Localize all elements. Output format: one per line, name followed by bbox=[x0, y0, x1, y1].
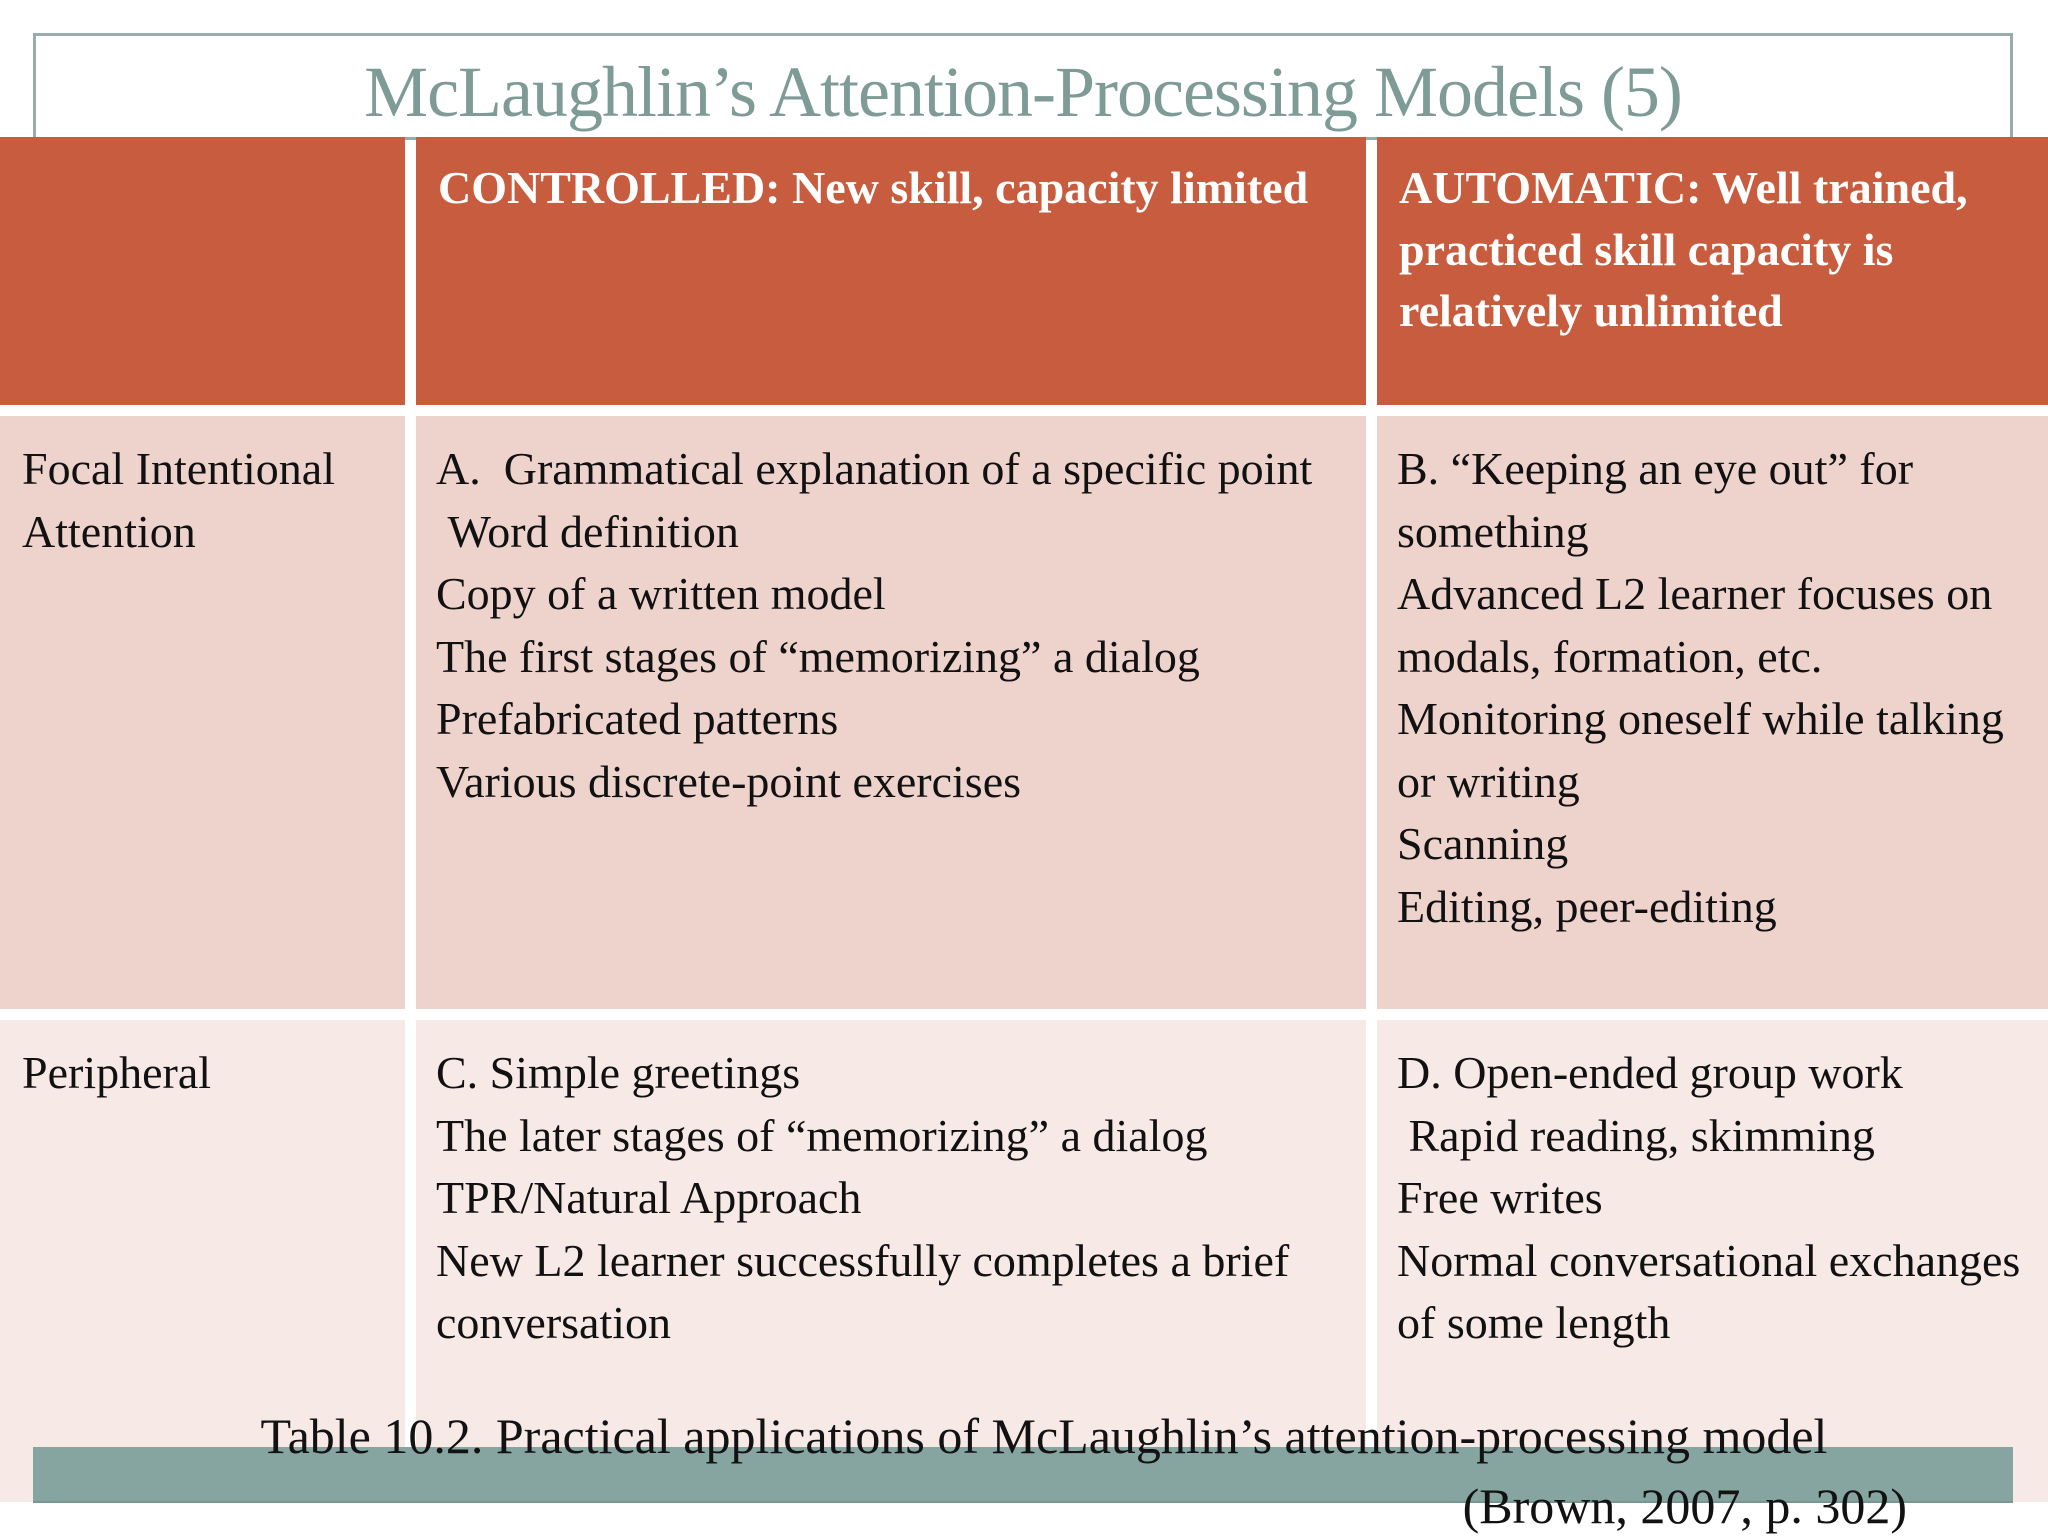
cell-line: B. “Keeping an eye out” for something bbox=[1397, 443, 1925, 557]
cell-line: TPR/Natural Approach bbox=[436, 1172, 862, 1224]
header-cell-controlled: CONTROLLED: New skill, capacity limited bbox=[416, 137, 1366, 405]
cell-focal-controlled: A. Grammatical explanation of a specific… bbox=[416, 416, 1366, 1009]
cell-line: The first stages of “memorizing” a dialo… bbox=[436, 630, 1200, 682]
cell-line: Scanning bbox=[1397, 818, 1569, 870]
cell-line: New L2 learner successfully completes a … bbox=[436, 1234, 1301, 1349]
cell-line: Prefabricated patterns bbox=[436, 693, 839, 745]
cell-peripheral-controlled: C. Simple greetings The later stages of … bbox=[416, 1020, 1366, 1502]
page-title: McLaughlin’s Attention-Processing Models… bbox=[364, 51, 1683, 132]
comparison-table: CONTROLLED: New skill, capacity limited … bbox=[0, 137, 2048, 1502]
footer-accent-band bbox=[33, 1447, 2013, 1503]
cell-line: Monitoring oneself while talking or writ… bbox=[1397, 693, 2016, 807]
cell-line: C. Simple greetings bbox=[436, 1047, 801, 1098]
cell-line: Normal conversational exchanges of some … bbox=[1397, 1234, 2032, 1349]
cell-line: D. Open-ended group work bbox=[1397, 1047, 1903, 1098]
cell-line: Rapid reading, skimming bbox=[1397, 1109, 1875, 1161]
cell-peripheral-automatic: D. Open-ended group work Rapid reading, … bbox=[1377, 1020, 2048, 1502]
cell-line: Word definition bbox=[436, 505, 739, 557]
cell-line: Editing, peer-editing bbox=[1397, 880, 1777, 932]
title-box: McLaughlin’s Attention-Processing Models… bbox=[33, 33, 2013, 140]
header-cell-automatic: AUTOMATIC: Well trained, practiced skill… bbox=[1377, 137, 2048, 405]
cell-line: Free writes bbox=[1397, 1172, 1603, 1224]
table-caption: Table 10.2. Practical applications of Mc… bbox=[260, 1408, 1828, 1464]
cell-focal-automatic: B. “Keeping an eye out” for something Ad… bbox=[1377, 416, 2048, 1009]
citation: (Brown, 2007, p. 302) bbox=[1462, 1478, 1907, 1534]
header-cell-empty bbox=[0, 137, 405, 405]
cell-line: Advanced L2 learner focuses on modals, f… bbox=[1397, 568, 2004, 682]
cell-line: Various discrete-point exercises bbox=[436, 755, 1022, 807]
row-label-focal: Focal Intentional Attention bbox=[0, 416, 405, 1009]
row-label-peripheral: Peripheral bbox=[0, 1020, 405, 1502]
cell-line: Copy of a written model bbox=[436, 568, 886, 620]
cell-line: The later stages of “memorizing” a dialo… bbox=[436, 1109, 1208, 1161]
cell-line: A. Grammatical explanation of a specific… bbox=[436, 443, 1313, 494]
